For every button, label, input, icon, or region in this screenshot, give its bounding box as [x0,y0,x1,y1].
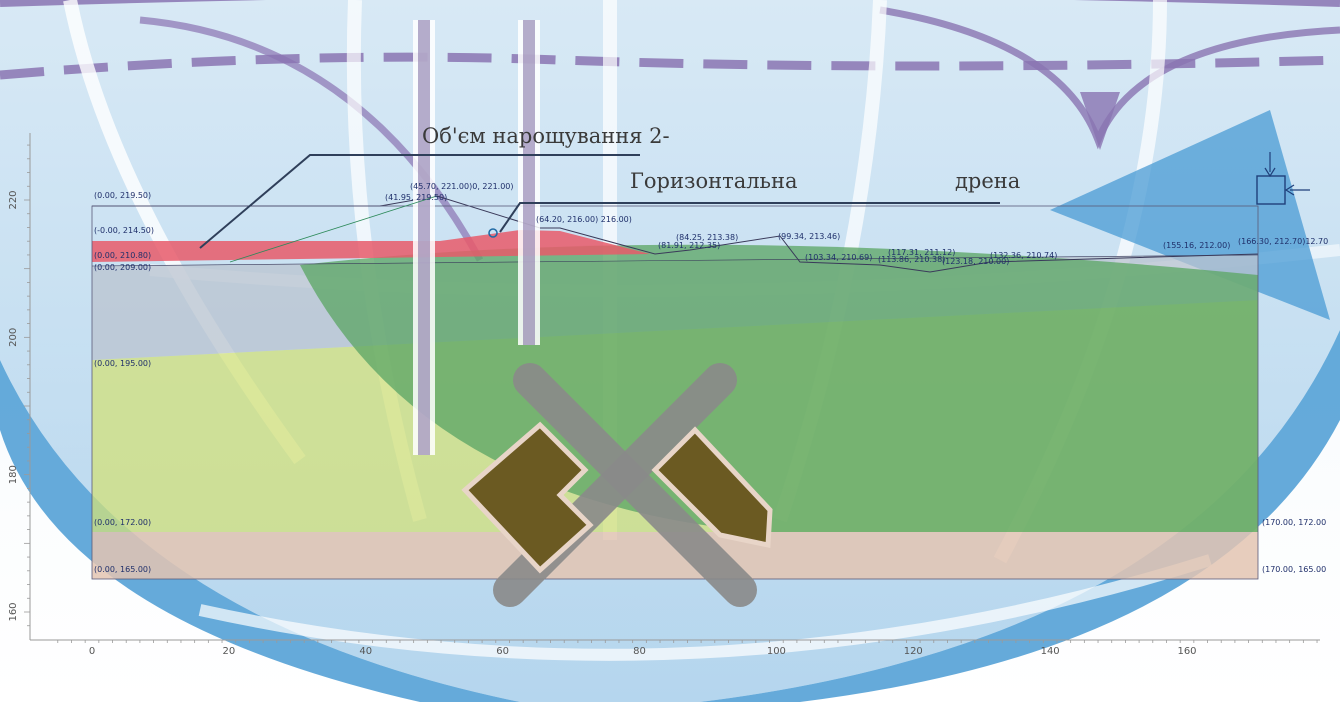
x-ticks: 0 20 40 60 80 100 120 140 160 [57,640,1318,657]
drain-label-b: дрена [955,169,1020,193]
y-tick-label: 160 [8,602,19,621]
coord-label: (0.00, 165.00) [94,565,151,574]
layer-line-209 [91,254,1259,267]
coord-label: (113.86, 210.38) [878,255,945,264]
x-tick-label: 80 [633,646,646,657]
y-tick-label: 180 [8,465,19,484]
x-tick-label: 0 [89,646,95,657]
coord-label: (0.00, 210.80) [94,251,151,260]
layer-red-buildup [92,230,650,262]
coord-label: (99.34, 213.46) [778,232,840,241]
volume-leader [199,154,640,249]
drain-marker [488,228,498,238]
emblem-drop [1080,92,1120,150]
emblem-lower-band [198,554,1212,661]
coord-label: (170.00, 172.00 [1262,518,1326,527]
coord-label: (45.70, 221.00)0, 221.00) [410,182,514,191]
shaft-2 [523,20,535,345]
coord-label: (166.30, 212.70)12.70 [1238,237,1328,246]
coord-label: (64.20, 216.00) 216.00) [536,215,632,224]
model-boundary [91,205,1259,580]
coord-label: (0.00, 195.00) [94,359,151,368]
x-tick-label: 100 [767,646,786,657]
shafts [413,20,540,455]
slip-line [229,195,438,263]
y-tick-label: 200 [8,328,19,347]
coord-label: (81.91, 212.35) [658,241,720,250]
leader-lines [199,154,1000,263]
drain-label-a: Горизонтальна [630,169,798,193]
coord-label: (123.18, 210.00) [942,257,1009,266]
coord-label: (132.36, 210.74) [990,251,1057,260]
coordinate-labels: (0.00, 219.50) (45.70, 221.00)0, 221.00)… [94,182,1328,574]
down-arrow-head [1264,167,1276,178]
emblem-dashed-arc [0,52,1340,80]
hammers-emblem [461,363,773,607]
x-tick-label: 120 [904,646,923,657]
coord-label: (-0.00, 214.50) [94,226,154,235]
volume-label: Об'єм нарощування 2- [422,124,670,148]
x-tick-label: 20 [223,646,236,657]
x-tick-label: 60 [496,646,509,657]
hammer-head-1 [461,421,594,574]
drain-leader [499,202,1000,233]
coord-label: (0.00, 219.50) [94,191,151,200]
x-tick-label: 40 [359,646,372,657]
y-tick-label: 220 [8,190,19,209]
x-tick-label: 140 [1041,646,1060,657]
coord-label: (41.95, 219.50) [385,193,447,202]
left-arrow-head [1284,184,1295,196]
emblem-arrow [1050,110,1330,320]
hammer-head-2 [651,426,773,549]
y-ticks: 220 200 180 160 [8,144,30,627]
coord-label: (84.25, 213.38) [676,233,738,242]
coord-label: (170.00, 165.00 [1262,565,1326,574]
shaft-1 [418,20,430,455]
axes: 0 20 40 60 80 100 120 140 160 220 200 180 160 [8,133,1320,657]
x-tick-label: 160 [1177,646,1196,657]
coord-label: (103.34, 210.69) [805,253,872,262]
water-level-symbol [1256,152,1310,205]
coord-label: (155.16, 212.00) [1163,241,1230,250]
coord-label: (0.00, 172.00) [94,518,151,527]
emblem-inner-arc-left [139,16,484,262]
coord-label: (117.31, 211.12) [888,248,955,257]
coord-label: (0.00, 209.00) [94,263,151,272]
hammer-handle-2 [513,363,757,607]
annotations: Об'єм нарощування 2- Горизонтальна дрена [422,124,1020,193]
